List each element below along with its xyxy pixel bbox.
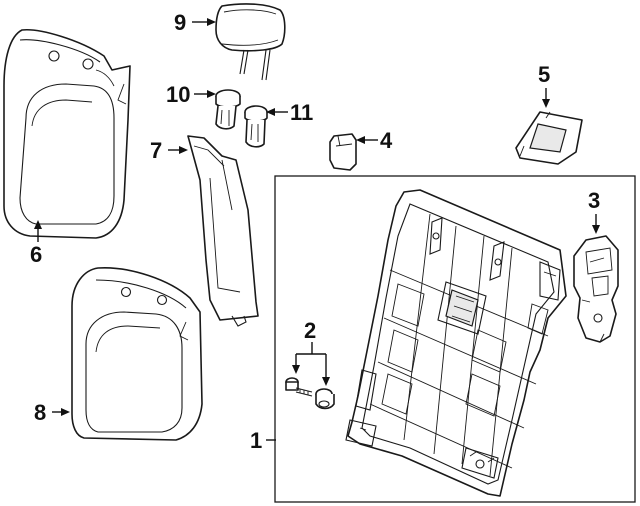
bolt-right — [315, 388, 335, 410]
latch-bracket — [573, 235, 619, 343]
leader-lines — [34, 18, 600, 441]
callout-11: 11 — [290, 100, 313, 125]
seat-back-pad — [71, 267, 203, 441]
frame-assembly-box — [274, 175, 636, 503]
callout-7: 7 — [150, 138, 162, 163]
latch-bezel — [515, 111, 583, 165]
bolt-left — [285, 377, 313, 397]
callout-10: 10 — [166, 82, 190, 107]
seat-back-cover — [3, 29, 131, 239]
callout-5: 5 — [538, 62, 550, 87]
headrest — [215, 3, 286, 81]
side-trim-panel — [187, 135, 259, 327]
callout-4: 4 — [380, 128, 393, 153]
headrest-guide-right — [244, 105, 268, 148]
callout-6: 6 — [30, 242, 42, 267]
seat-back-frame-assembly — [345, 189, 567, 497]
headrest-guide-left — [215, 89, 241, 130]
callout-9: 9 — [174, 10, 186, 35]
bolts — [285, 377, 335, 410]
callout-8: 8 — [34, 400, 46, 425]
callout-3: 3 — [588, 188, 600, 213]
callout-2: 2 — [304, 318, 316, 343]
callout-1: 1 — [250, 428, 262, 453]
release-button — [329, 133, 357, 171]
callout-labels: 9 10 11 7 4 5 3 6 8 2 1 — [30, 10, 600, 453]
